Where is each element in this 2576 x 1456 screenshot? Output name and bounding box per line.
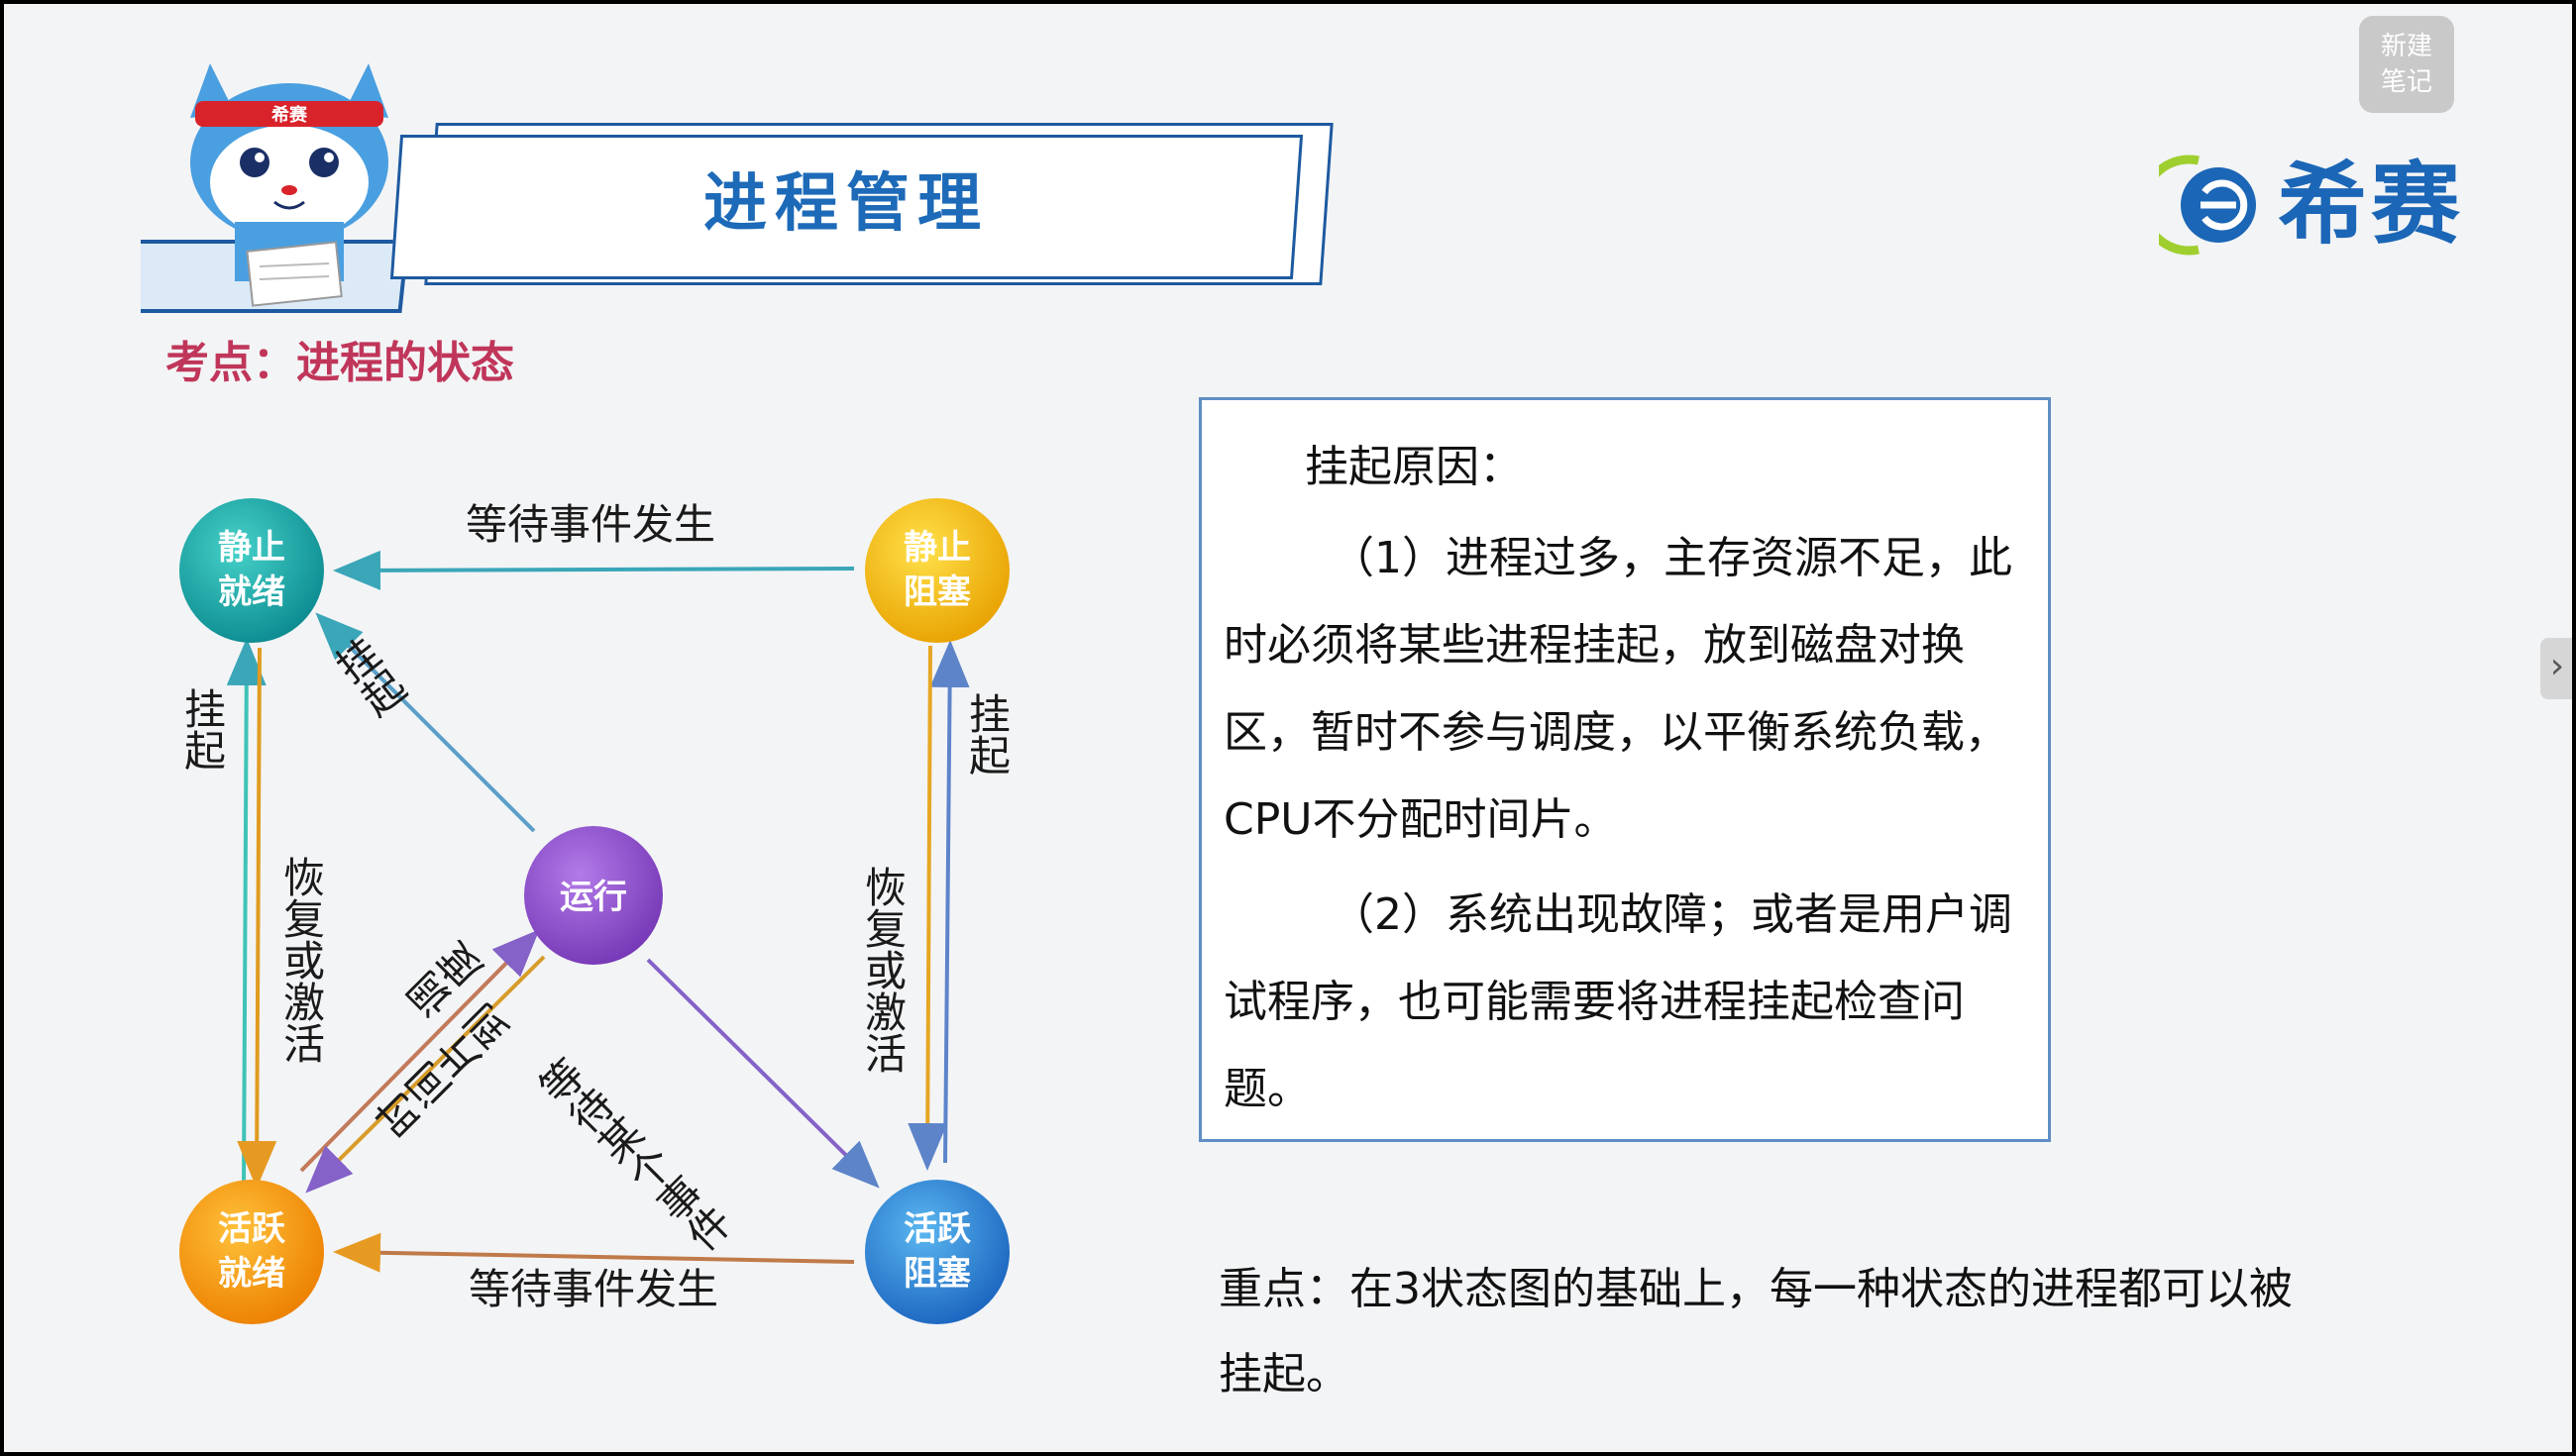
node-active-blocked-line2: 阻塞 bbox=[904, 1254, 971, 1294]
edge-right-suspend bbox=[929, 640, 970, 1164]
xisai-logo-icon bbox=[2159, 155, 2256, 256]
label-top-wait-event: 等待事件发生 bbox=[466, 500, 715, 549]
node-active-ready-line1: 活跃 bbox=[218, 1209, 286, 1249]
new-note-button[interactable]: 新建 笔记 bbox=[2359, 16, 2454, 113]
label-bottom-wait-event: 等待事件发生 bbox=[469, 1265, 718, 1313]
chevron-right-icon: › bbox=[2549, 646, 2565, 686]
node-static-blocked-line1: 静止 bbox=[904, 528, 971, 568]
reason-title: 挂起原因： bbox=[1305, 442, 1523, 492]
new-note-label-line2: 笔记 bbox=[2380, 67, 2432, 97]
node-active-ready: 活跃 就绪 bbox=[179, 1180, 324, 1324]
edge-time-slice bbox=[305, 955, 546, 1194]
edge-wait-some-event bbox=[646, 958, 880, 1189]
node-running-label: 运行 bbox=[560, 878, 627, 917]
node-active-blocked: 活跃 阻塞 bbox=[865, 1180, 1010, 1324]
edge-right-resume bbox=[908, 645, 948, 1171]
node-active-blocked-line1: 活跃 bbox=[904, 1209, 972, 1249]
edge-left-suspend bbox=[226, 638, 267, 1189]
edge-bottom-wait-event bbox=[333, 1232, 855, 1273]
label-wait-some-event: 等待某个事件 bbox=[528, 1051, 739, 1262]
mascot-cat-illustration: 希赛 bbox=[141, 63, 410, 313]
logo-text: 希赛 bbox=[2278, 153, 2464, 257]
label-diagonal-suspend: 挂起 bbox=[323, 630, 412, 725]
node-active-ready-line2: 就绪 bbox=[218, 1254, 285, 1294]
node-static-ready-line2: 就绪 bbox=[218, 572, 285, 612]
node-static-ready-line1: 静止 bbox=[218, 528, 285, 568]
key-point-text: 重点：在3状态图的基础上，每一种状态的进程都可以被挂起。 bbox=[1219, 1264, 2293, 1400]
new-note-label-line1: 新建 bbox=[2380, 32, 2432, 61]
node-static-blocked: 静止 阻塞 bbox=[865, 498, 1010, 643]
label-left-resume: 恢复或激活 bbox=[277, 856, 326, 1064]
suspend-reason-box: 挂起原因： （1）进程过多，主存资源不足，此时必须将某些进程挂起，放到磁盘对换区… bbox=[1199, 397, 2051, 1142]
node-static-ready: 静止 就绪 bbox=[179, 498, 324, 643]
mascot-band-text: 希赛 bbox=[271, 104, 308, 126]
page-title: 进程管理 bbox=[703, 167, 989, 241]
process-state-diagram: 静止 就绪 静止 阻塞 运行 活跃 就绪 活跃 阻塞 等待事件发生 等待事件发生… bbox=[178, 498, 1012, 1324]
edge-schedule bbox=[299, 929, 540, 1173]
node-running: 运行 bbox=[524, 826, 663, 965]
edge-left-resume bbox=[237, 647, 277, 1189]
edge-running-to-static-ready bbox=[315, 612, 536, 833]
side-panel-expand-button[interactable]: › bbox=[2540, 638, 2572, 699]
reason-paragraph-2: （2）系统出现故障；或者是用户调试程序，也可能需要将进程挂起检查问题。 bbox=[1224, 889, 2012, 1114]
label-right-suspend: 挂起 bbox=[963, 692, 1012, 776]
topic-label: 考点：进程的状态 bbox=[165, 338, 514, 388]
node-static-blocked-line2: 阻塞 bbox=[904, 572, 971, 612]
label-left-suspend: 挂起 bbox=[178, 687, 227, 771]
edge-top-wait-event bbox=[333, 550, 855, 590]
reason-paragraph-1: （1）进程过多，主存资源不足，此时必须将某些进程挂起，放到磁盘对换区，暂时不参与… bbox=[1224, 533, 2012, 845]
slide: 希赛 进程管理 考点：进程的状态 希赛 新建 笔记 › bbox=[4, 4, 2572, 1452]
label-right-resume: 恢复或激活 bbox=[859, 866, 908, 1074]
